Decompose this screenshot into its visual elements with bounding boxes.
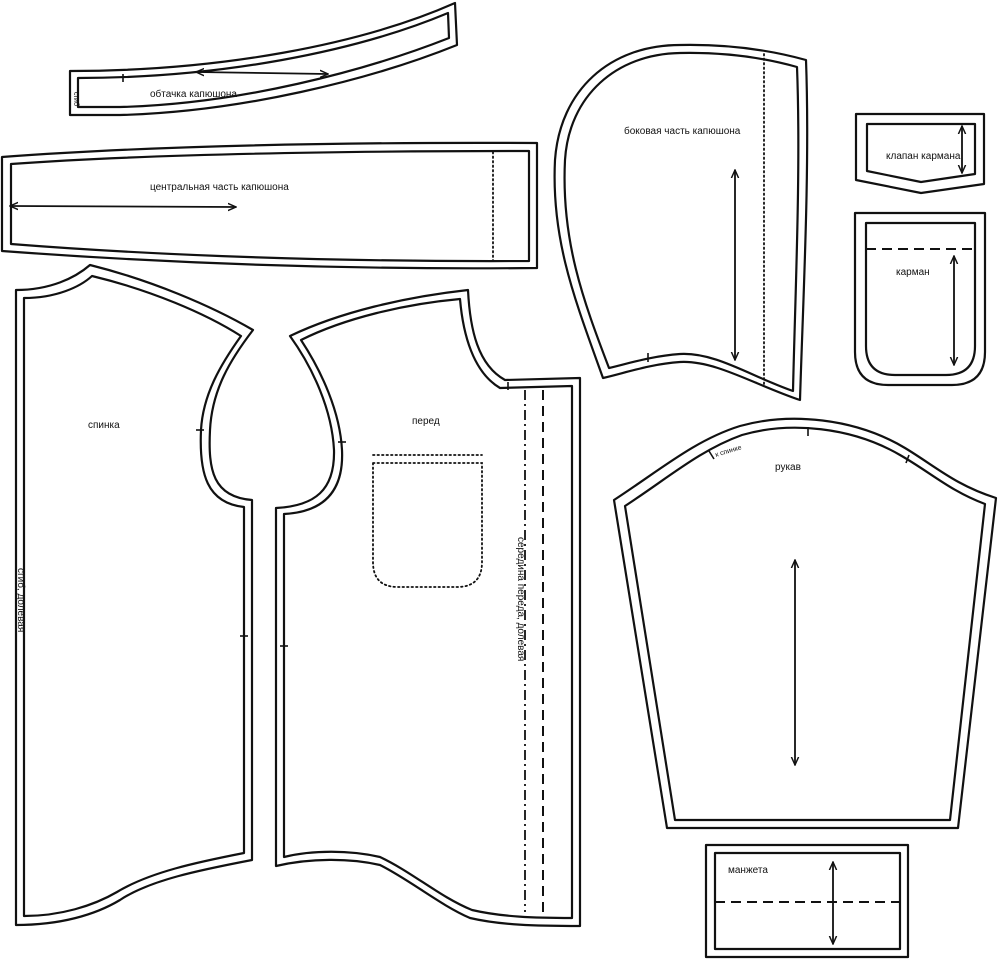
front-seam-line <box>282 297 574 920</box>
pocket-label: карман <box>896 267 930 278</box>
sleeve-label: рукав <box>775 462 801 473</box>
hood-facing-label: обтачка капюшона <box>150 88 237 100</box>
hood-center-seam-line <box>9 149 531 263</box>
cuff-cut-line <box>704 843 910 959</box>
hood-facing-fold-mark: сгиб <box>72 92 80 106</box>
pocket-flap-label: клапан кармана <box>886 151 961 162</box>
piece-front: перед середина переда, долевая <box>274 288 582 928</box>
front-edge-label: середина переда, долевая <box>515 537 526 661</box>
piece-hood-side: боковая часть капюшона <box>553 43 809 402</box>
pocket-cut-line <box>853 211 987 387</box>
front-label: перед <box>412 416 440 427</box>
piece-hood-center: центральная часть капюшона <box>0 141 539 270</box>
hood-side-label: боковая часть капюшона <box>624 125 741 137</box>
back-cut-line <box>14 263 255 927</box>
sleeve-cut-line <box>612 417 998 830</box>
pocket-seam-line <box>864 221 977 377</box>
back-label: спинка <box>88 420 120 431</box>
grain-arrow <box>196 72 328 74</box>
sleeve-notch <box>708 450 715 460</box>
sleeve-notch <box>905 454 910 464</box>
front-cut-line <box>274 288 582 928</box>
piece-pocket: карман <box>853 211 987 387</box>
piece-sleeve: рукав к спинке <box>612 417 998 830</box>
piece-hood-facing: обтачка капюшона сгиб <box>68 1 459 117</box>
pocket-flap-cut-line <box>854 112 986 195</box>
hood-center-cut-line <box>0 141 539 270</box>
piece-back: спинка сгиб, долевая <box>14 263 255 927</box>
piece-pocket-flap: клапан кармана <box>854 112 986 195</box>
back-edge-label: сгиб, долевая <box>15 568 27 632</box>
hood-side-cut-line <box>553 43 809 402</box>
pocket-flap-seam-line <box>865 122 977 184</box>
hood-side-seam-line <box>563 51 800 393</box>
back-seam-line <box>22 274 246 918</box>
hood-facing-cut-line <box>68 1 459 117</box>
hood-center-label: центральная часть капюшона <box>150 182 289 193</box>
sleeve-seam-line <box>623 426 987 822</box>
grain-arrow <box>10 206 236 207</box>
cuff-label: манжета <box>728 865 768 876</box>
sleeve-notch-label: к спинке <box>715 444 743 459</box>
front-pocket-placement <box>372 462 483 588</box>
piece-cuff: манжета <box>704 843 910 959</box>
